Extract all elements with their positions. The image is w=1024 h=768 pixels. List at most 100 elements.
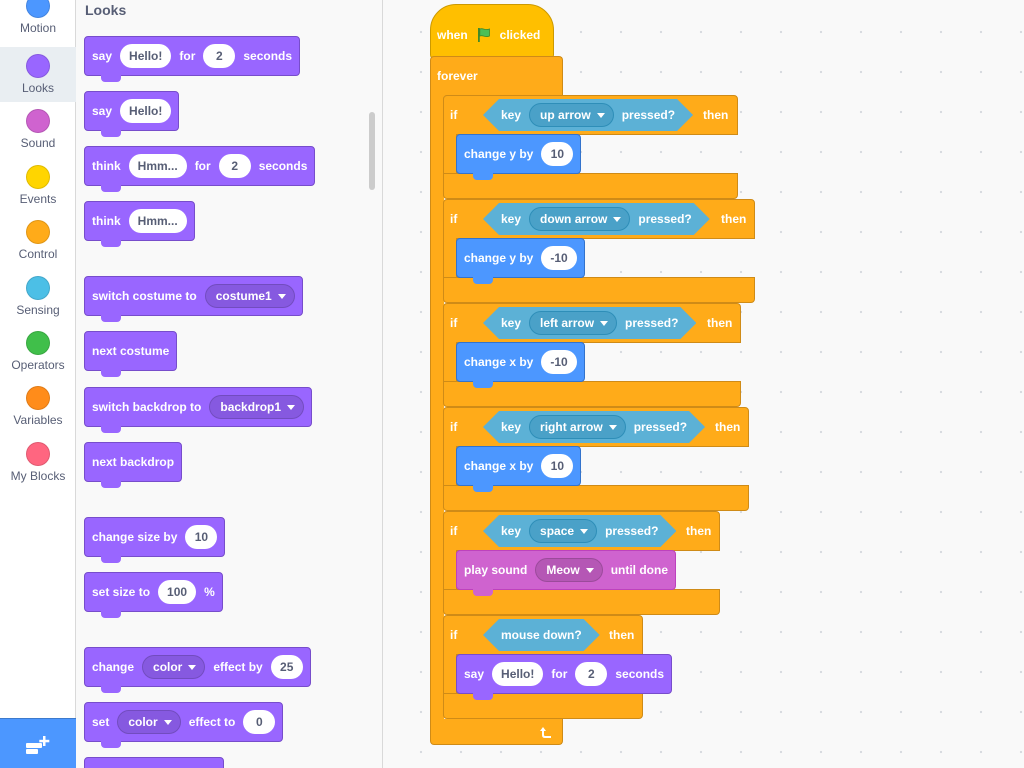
backdrop-dropdown[interactable]: backdrop1 <box>209 395 305 419</box>
key-pressed-condition[interactable]: key up arrow pressed? <box>483 99 693 131</box>
value-input[interactable]: -10 <box>541 246 577 270</box>
category-looks[interactable]: Looks <box>0 47 76 102</box>
size-input[interactable]: 100 <box>158 580 197 604</box>
seconds-input[interactable]: 2 <box>218 154 251 178</box>
key-dropdown[interactable]: up arrow <box>529 103 614 127</box>
category-variables[interactable]: Variables <box>0 386 76 441</box>
change-y-block[interactable]: change y by -10 <box>456 238 585 284</box>
partial-block[interactable] <box>84 757 224 768</box>
block-text: key <box>501 108 522 122</box>
effect-input[interactable]: 25 <box>270 655 303 679</box>
value-input[interactable]: 10 <box>541 454 574 478</box>
seconds-input[interactable]: 2 <box>203 44 236 68</box>
block-text: say <box>92 49 113 63</box>
block-text: pressed? <box>633 420 688 434</box>
block-text: pressed? <box>625 316 679 330</box>
category-operators[interactable]: Operators <box>0 331 76 386</box>
set-size-block[interactable]: set size to 100 % <box>84 572 223 618</box>
dropdown-arrow-icon <box>287 404 296 410</box>
dropdown-value: right arrow <box>540 420 603 434</box>
change-x-block[interactable]: change x by 10 <box>456 446 582 492</box>
variables-dot-icon <box>26 386 50 410</box>
seconds-input[interactable]: 2 <box>575 662 608 686</box>
value-input[interactable]: -10 <box>541 350 577 374</box>
change-x-block[interactable]: change x by -10 <box>456 342 585 388</box>
play-sound-until-done-block[interactable]: play sound Meow until done <box>456 550 677 596</box>
looks-dot-icon <box>26 54 50 78</box>
dropdown-value: space <box>540 524 575 538</box>
category-label: Motion <box>19 21 57 35</box>
block-text: then <box>703 108 729 122</box>
key-pressed-condition[interactable]: key right arrow pressed? <box>483 411 705 443</box>
add-extension-icon <box>26 736 50 754</box>
switch-backdrop-block[interactable]: switch backdrop to backdrop1 <box>84 387 313 433</box>
message-input[interactable]: Hmm... <box>128 209 187 233</box>
next-backdrop-block[interactable]: next backdrop <box>84 442 183 488</box>
category-label: Events <box>19 192 57 206</box>
message-input[interactable]: Hello! <box>120 99 172 123</box>
category-menu: Motion Looks Sound Events Control Sensin… <box>0 0 76 768</box>
change-size-block[interactable]: change size by 10 <box>84 517 226 563</box>
sound-dropdown[interactable]: Meow <box>535 558 603 582</box>
change-effect-block[interactable]: change color effect by 25 <box>84 647 311 693</box>
forever-block[interactable] <box>430 56 563 96</box>
block-text: until done <box>610 563 669 577</box>
block-text: change size by <box>92 530 178 544</box>
block-text: effect by <box>213 660 263 674</box>
key-dropdown[interactable]: right arrow <box>529 415 626 439</box>
switch-costume-block[interactable]: switch costume to costume1 <box>84 276 303 322</box>
change-y-block[interactable]: change y by 10 <box>456 134 582 180</box>
say-for-seconds-block[interactable]: say Hello! for 2 seconds <box>84 36 301 82</box>
say-for-seconds-block[interactable]: say Hello! for 2 seconds <box>456 654 673 700</box>
sensing-dot-icon <box>26 276 50 300</box>
add-extension-button[interactable] <box>0 718 76 768</box>
block-text: key <box>501 316 522 330</box>
palette-scrollbar[interactable] <box>369 112 375 190</box>
block-text: play sound <box>464 563 528 577</box>
think-for-seconds-block[interactable]: think Hmm... for 2 seconds <box>84 146 316 192</box>
key-pressed-condition[interactable]: key left arrow pressed? <box>483 307 696 339</box>
if-bottom <box>443 485 749 511</box>
message-input[interactable]: Hmm... <box>128 154 187 178</box>
block-text: if <box>450 524 458 538</box>
size-input[interactable]: 10 <box>185 525 218 549</box>
dropdown-arrow-icon <box>613 217 621 222</box>
next-costume-block[interactable]: next costume <box>84 331 178 377</box>
key-dropdown[interactable]: space <box>529 519 597 543</box>
category-motion[interactable]: Motion <box>0 0 76 49</box>
key-dropdown[interactable]: down arrow <box>529 207 630 231</box>
category-events[interactable]: Events <box>0 165 76 220</box>
when-flag-clicked-block[interactable]: when clicked <box>430 4 554 59</box>
block-text: say <box>464 667 485 681</box>
effect-dropdown[interactable]: color <box>117 710 181 734</box>
category-sensing[interactable]: Sensing <box>0 276 76 331</box>
think-block[interactable]: think Hmm... <box>84 201 195 247</box>
block-text: next costume <box>92 344 170 358</box>
key-pressed-condition[interactable]: key down arrow pressed? <box>483 203 710 235</box>
category-my-blocks[interactable]: My Blocks <box>0 442 76 497</box>
block-text: seconds <box>258 159 308 173</box>
block-text: set size to <box>92 585 151 599</box>
message-input[interactable]: Hello! <box>492 662 544 686</box>
effect-input[interactable]: 0 <box>243 710 276 734</box>
costume-dropdown[interactable]: costume1 <box>204 284 295 308</box>
block-text: switch costume to <box>92 289 197 303</box>
category-sound[interactable]: Sound <box>0 109 76 164</box>
dropdown-value: up arrow <box>540 108 591 122</box>
mouse-down-condition[interactable]: mouse down? <box>483 619 600 651</box>
if-bottom <box>443 173 738 199</box>
if-arm <box>443 446 457 486</box>
value-input[interactable]: 10 <box>541 142 574 166</box>
dropdown-arrow-icon <box>277 293 286 299</box>
message-input[interactable]: Hello! <box>120 44 172 68</box>
if-arm <box>443 342 457 382</box>
say-block[interactable]: say Hello! <box>84 91 180 137</box>
key-pressed-condition[interactable]: key space pressed? <box>483 515 676 547</box>
set-effect-block[interactable]: set color effect to 0 <box>84 702 284 748</box>
key-dropdown[interactable]: left arrow <box>529 311 617 335</box>
block-text: pressed? <box>638 212 692 226</box>
block-text: think <box>92 159 121 173</box>
block-text: when <box>437 28 468 42</box>
effect-dropdown[interactable]: color <box>142 655 206 679</box>
category-control[interactable]: Control <box>0 220 76 275</box>
